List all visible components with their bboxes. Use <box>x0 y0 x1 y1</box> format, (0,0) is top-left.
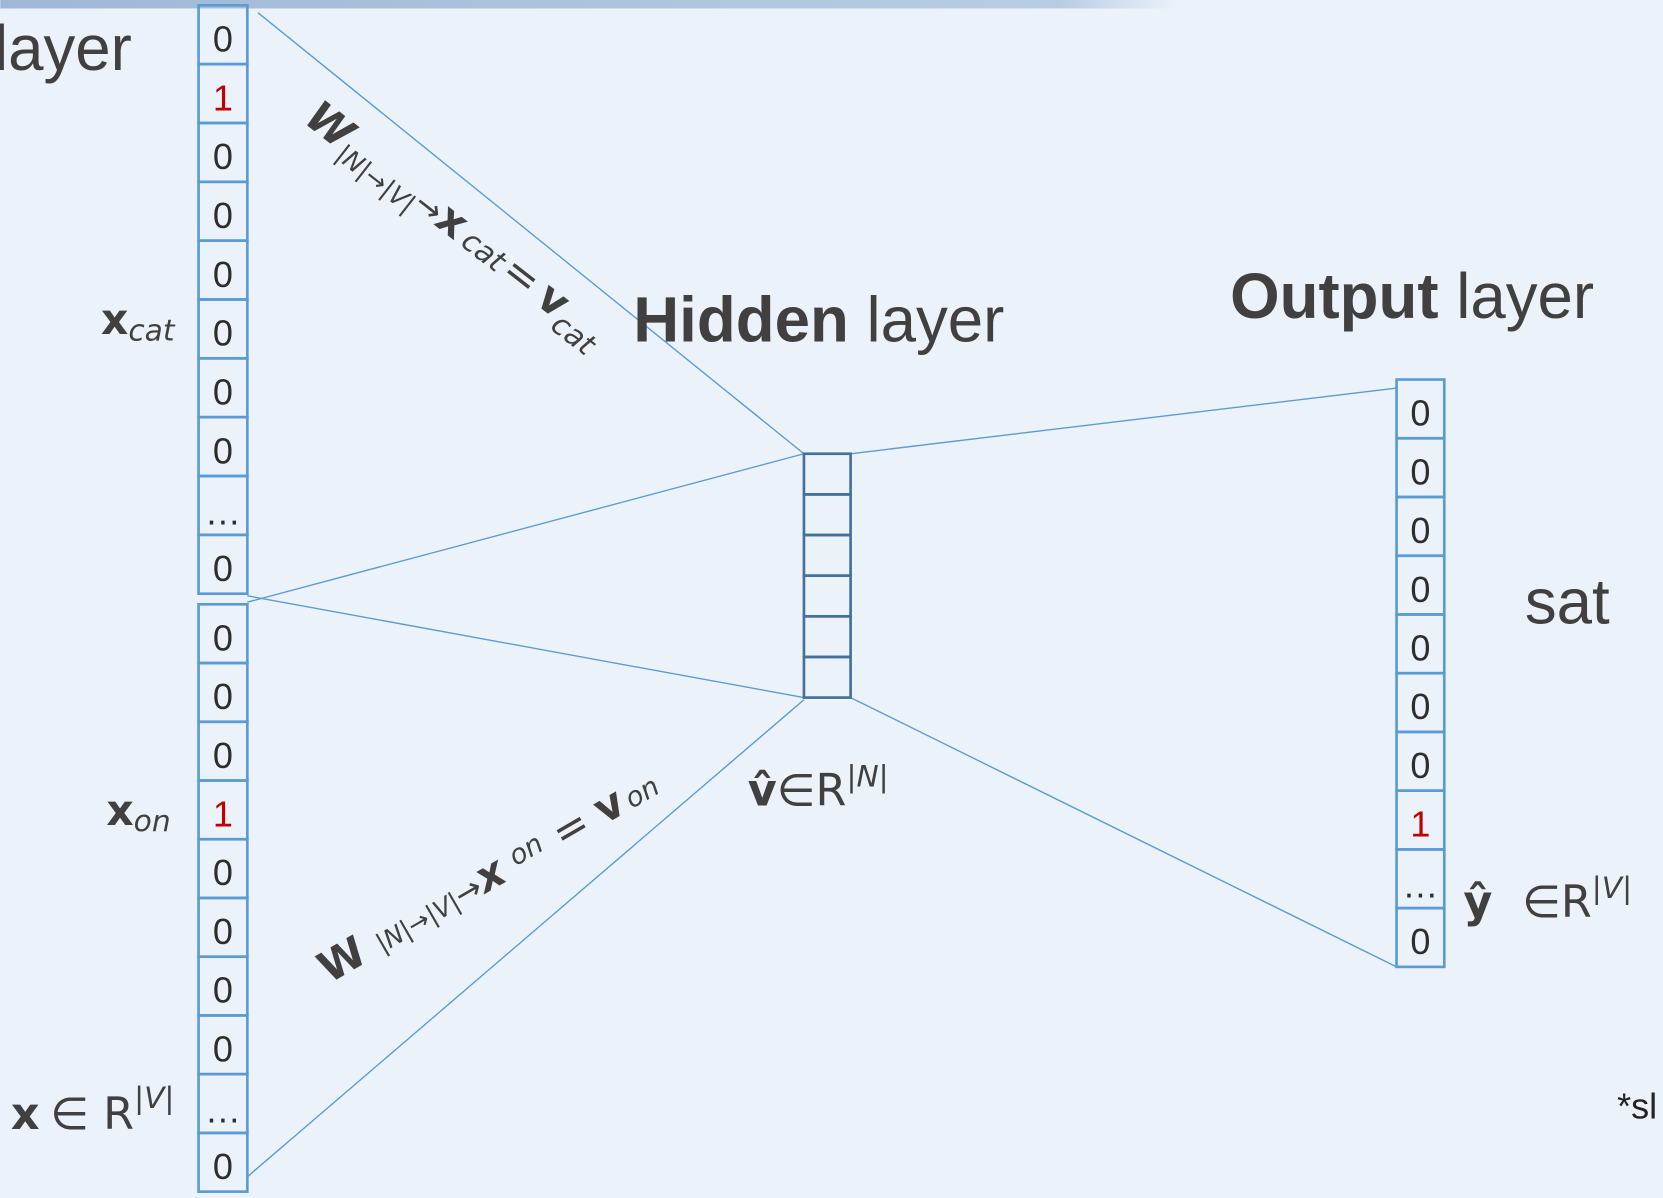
vector-cell <box>197 1131 249 1193</box>
output-title-bold: Output <box>1230 261 1438 332</box>
cell-value: 0 <box>213 313 233 354</box>
hidden-cell <box>802 452 852 496</box>
footnote: *sl <box>1617 1085 1657 1126</box>
top-banner-edge <box>0 0 1178 9</box>
cell-value: 0 <box>213 18 233 59</box>
cell-value: 0 <box>1410 627 1430 668</box>
cell-value: 0 <box>213 548 233 589</box>
cell-value: 0 <box>213 195 233 236</box>
hidden-cell <box>802 574 852 618</box>
cell-value: 0 <box>213 735 233 776</box>
vector-cell <box>1395 906 1446 969</box>
cell-value: 1 <box>1410 804 1430 845</box>
cell-value: 0 <box>213 911 233 952</box>
vector-cell <box>197 533 249 596</box>
cell-value: 0 <box>213 617 233 658</box>
w-cat-equation: W|N|→|V|→xcat=vcat <box>292 91 617 363</box>
cell-value: 0 <box>213 254 233 295</box>
cell-value: 0 <box>1410 921 1430 962</box>
cell-value: 0 <box>1410 569 1430 610</box>
connection-line <box>850 696 1397 968</box>
hidden-vector <box>802 452 852 699</box>
input-vector-x-cat: 0 1 0 0 0 0 0 0 … 0 <box>197 3 249 596</box>
x-on-label: xon <box>106 786 170 838</box>
cell-value: 0 <box>213 676 233 717</box>
cell-value: 0 <box>213 1146 233 1187</box>
output-layer-title: Output layer <box>1230 261 1594 332</box>
hidden-title-bold: Hidden <box>633 284 849 355</box>
input-layer-title: layer <box>0 13 132 84</box>
v-hat-space-label: v̂∈R|N| <box>748 759 889 817</box>
cell-value: 0 <box>213 430 233 471</box>
output-title-rest: layer <box>1439 261 1595 332</box>
connections <box>246 12 1397 1178</box>
cell-value: 0 <box>213 136 233 177</box>
hidden-cell <box>802 655 852 699</box>
cell-value: 0 <box>213 371 233 412</box>
cell-value: 0 <box>1410 393 1430 434</box>
hidden-layer-title: Hidden layer <box>633 284 1004 355</box>
cell-value: 0 <box>213 970 233 1011</box>
connection-line <box>257 12 805 455</box>
output-vector-y-hat: 0 0 0 0 0 0 0 1 … 0 <box>1395 378 1446 969</box>
cell-value: 0 <box>213 852 233 893</box>
connection-line <box>247 453 805 603</box>
cell-value: … <box>205 1089 241 1130</box>
cell-value: 0 <box>1410 745 1430 786</box>
cell-value: 0 <box>213 1028 233 1069</box>
y-hat-space-label: ŷ∈R|V| <box>1463 870 1632 928</box>
input-vector-x-on: 0 0 0 1 0 0 0 0 … 0 <box>197 602 249 1193</box>
connection-line <box>850 387 1397 455</box>
cell-value: 0 <box>1410 686 1430 727</box>
cell-value: 0 <box>1410 451 1430 492</box>
hidden-cell <box>802 614 852 659</box>
cell-value: … <box>1402 865 1438 906</box>
hidden-title-rest: layer <box>849 284 1005 355</box>
cell-value: 0 <box>1410 510 1430 551</box>
cell-value: 1 <box>213 794 233 835</box>
connection-line <box>246 699 805 1178</box>
x-cat-label: xcat <box>101 295 176 347</box>
cell-value: 1 <box>213 77 233 118</box>
connection-line <box>247 595 805 699</box>
hidden-cell <box>802 533 852 578</box>
output-word: sat <box>1525 566 1610 637</box>
x-space-label: x∈ R|V| <box>11 1080 174 1140</box>
hidden-cell <box>802 493 852 537</box>
cell-value: … <box>205 491 241 532</box>
w-on-equation: W|N|→|V|→xon=von <box>309 758 666 992</box>
